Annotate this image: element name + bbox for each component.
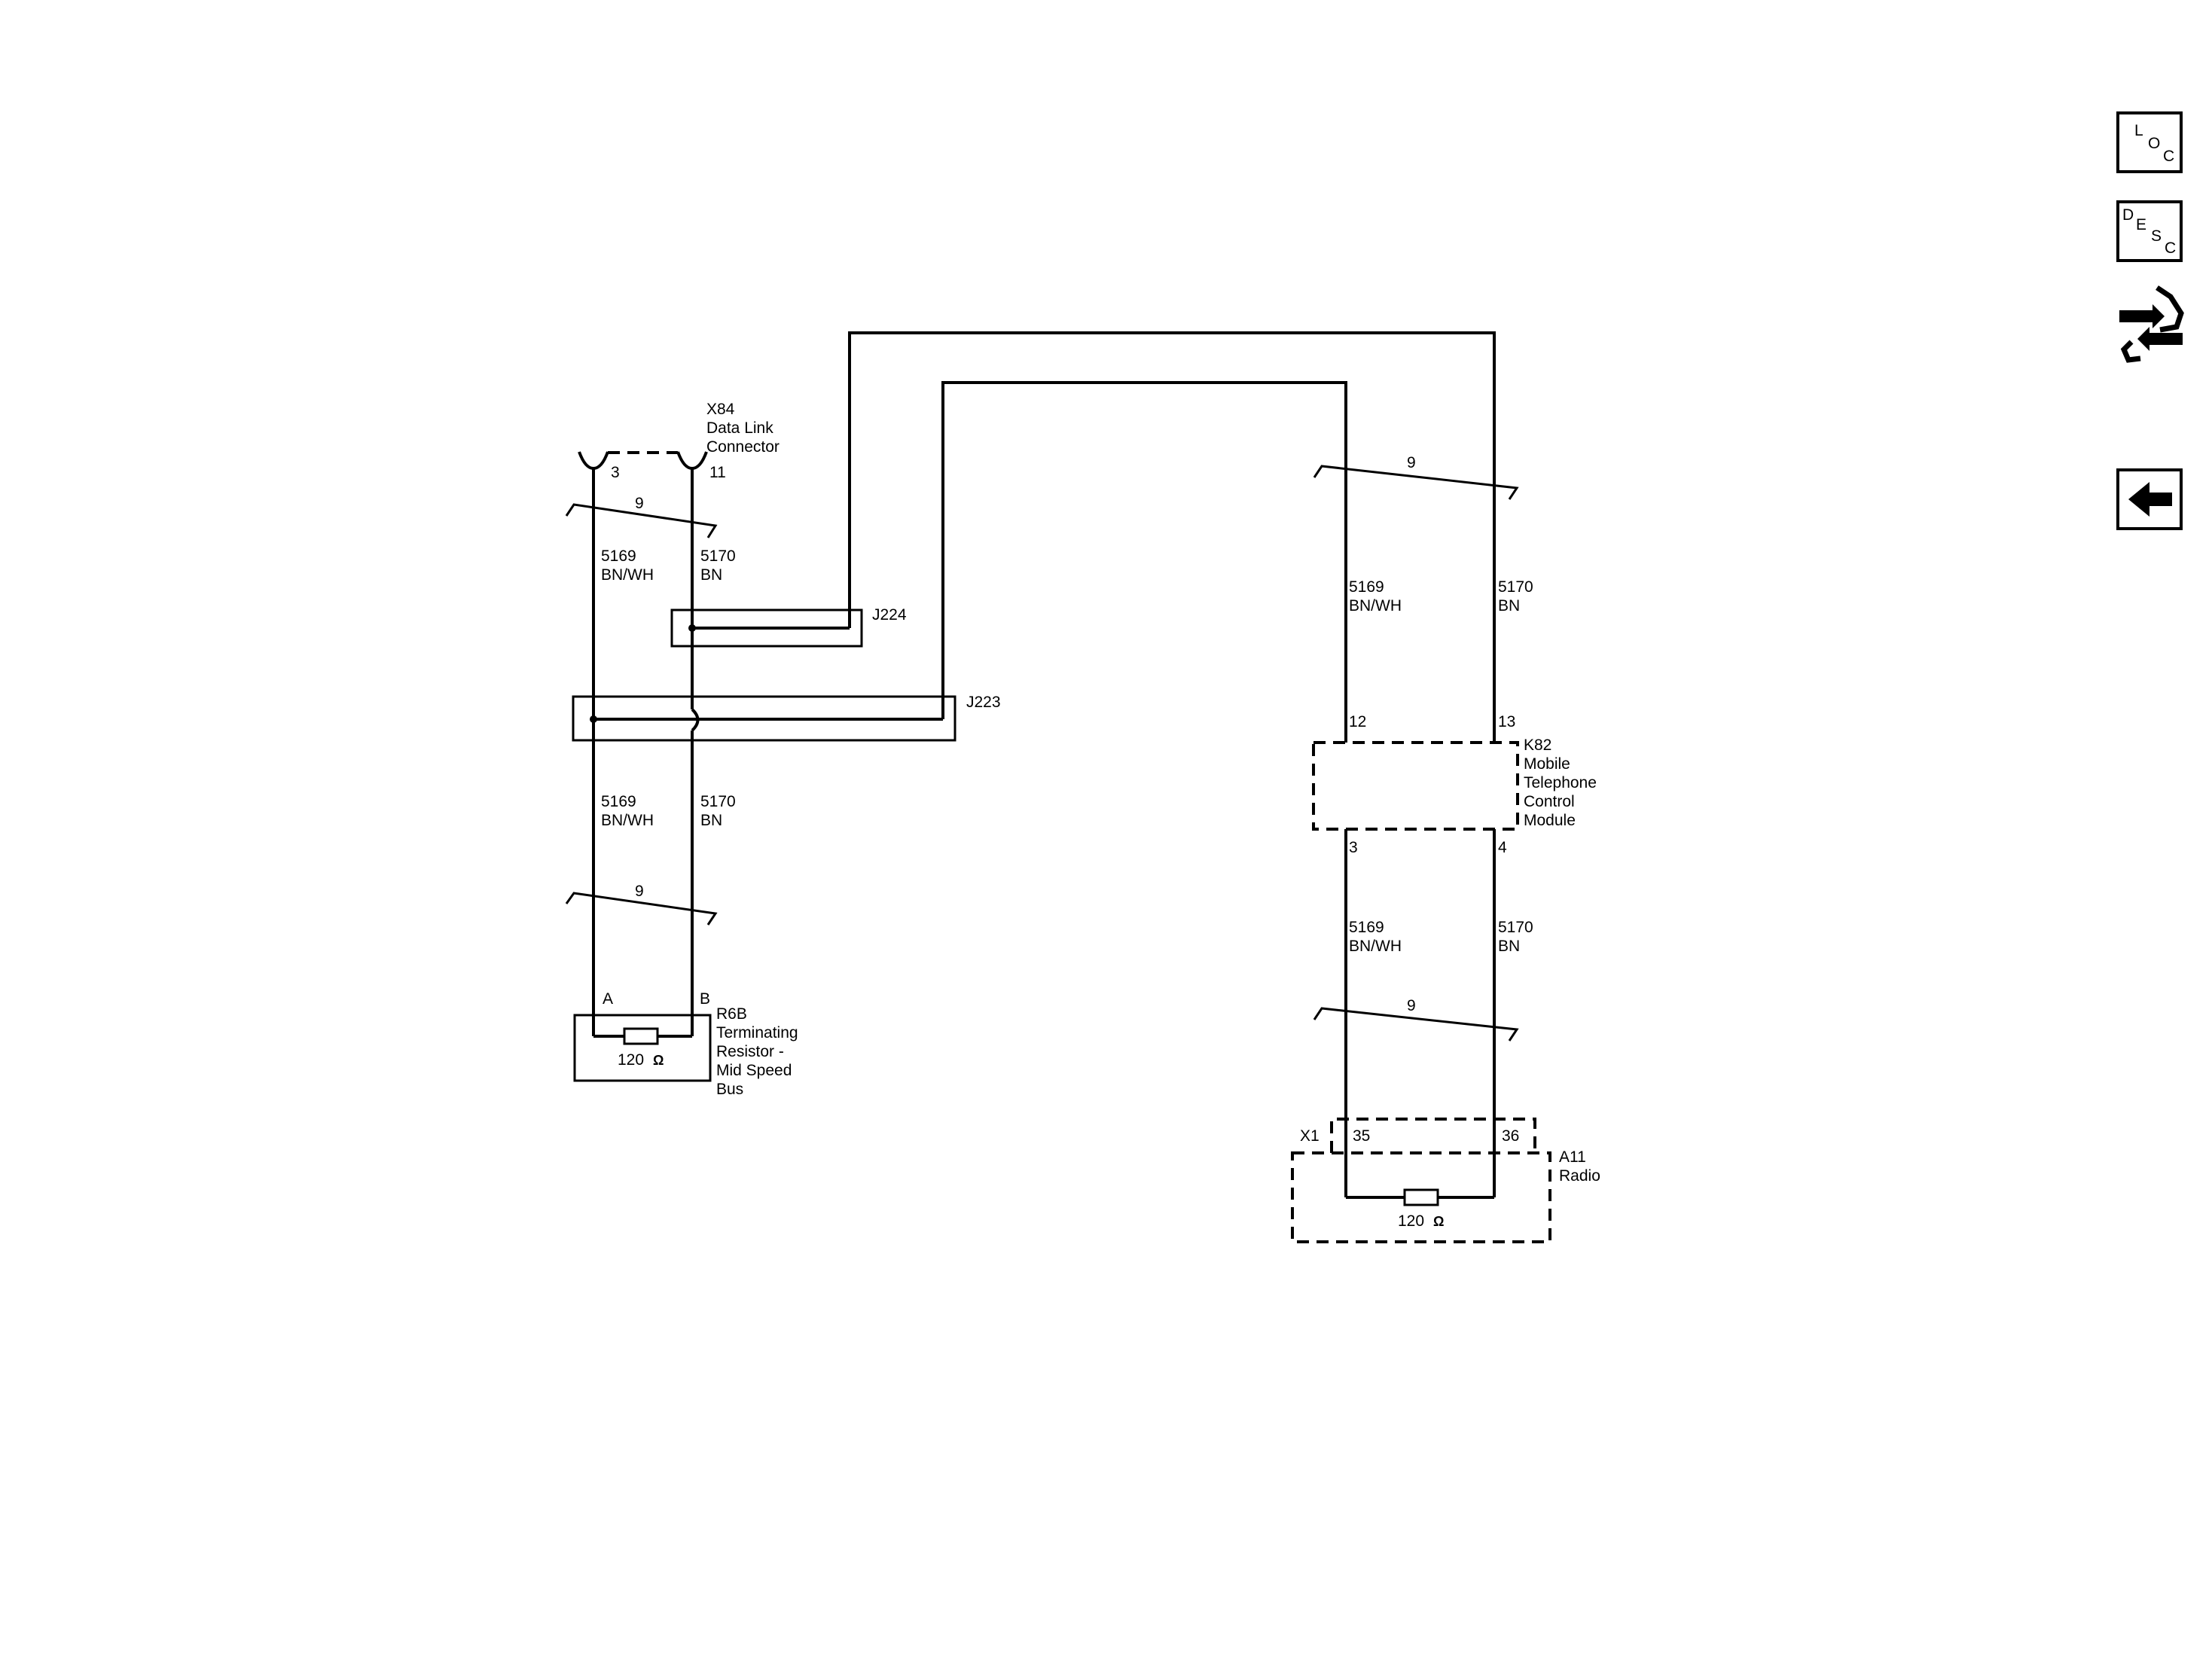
r6b-pin-b: B xyxy=(700,990,710,1008)
k82-module-outline xyxy=(1312,741,1519,831)
twist-marker-right-bottom: 9 xyxy=(1313,997,1519,1041)
connector-tool-icon[interactable] xyxy=(2115,283,2187,364)
twist-marker-left-top: 9 xyxy=(565,495,718,538)
x84-pin-left: 3 xyxy=(611,464,620,481)
wire-color-5169-bottom-right: BN/WH xyxy=(1349,938,1402,955)
r6b-desc-line2: Resistor - xyxy=(716,1043,784,1060)
desc-letter-2: E xyxy=(2136,216,2147,233)
k82-pin-out-right: 4 xyxy=(1498,839,1507,856)
k82-name: K82 xyxy=(1524,737,1551,754)
j223-label: J223 xyxy=(966,694,1001,711)
k82-pin-in-left: 12 xyxy=(1349,713,1366,730)
x84-pin-right: 11 xyxy=(709,464,726,481)
k82-pin-in-right: 13 xyxy=(1498,713,1515,730)
wire-label-5169-bottom-left: 5169 xyxy=(601,793,636,810)
k82-desc-line2: Telephone xyxy=(1524,774,1597,791)
k82-pin-out-left: 3 xyxy=(1349,839,1358,856)
a11-name: A11 xyxy=(1559,1148,1586,1166)
desc-letter-4: C xyxy=(2165,239,2177,257)
svg-text:9: 9 xyxy=(635,883,644,900)
wire-label-5169-top-left: 5169 xyxy=(601,547,636,565)
r6b-desc-line4: Bus xyxy=(716,1081,743,1098)
wire-label-5170-top-right: 5170 xyxy=(1498,578,1533,596)
a11-pin-right: 36 xyxy=(1502,1127,1519,1145)
r6b-terminating-resistor[interactable]: A B 120 Ω R6B Terminating Resistor - Mid… xyxy=(573,990,798,1098)
x84-desc-line2: Connector xyxy=(706,438,780,456)
k82-desc-line3: Control xyxy=(1524,793,1575,810)
r6b-name: R6B xyxy=(716,1005,747,1023)
wire-label-5170-bottom-right: 5170 xyxy=(1498,919,1533,936)
a11-value: 120 xyxy=(1398,1212,1424,1230)
r6b-value: 120 xyxy=(618,1051,644,1069)
j224-label: J224 xyxy=(872,606,907,624)
x84-name: X84 xyxy=(706,401,735,418)
desc-letter-1: D xyxy=(2122,206,2134,224)
wire-label-5169-bottom-right: 5169 xyxy=(1349,919,1384,936)
back-arrow-icon xyxy=(2128,482,2172,517)
x84-pin-3-cup xyxy=(578,451,609,471)
k82-mobile-telephone-control-module[interactable]: 12 13 3 4 K82 Mobile Telephone Control M… xyxy=(1312,713,1597,856)
twist-marker-right-top: 9 xyxy=(1313,454,1519,500)
r6b-desc-line1: Terminating xyxy=(716,1024,798,1041)
wire-color-5170-bottom-left: BN xyxy=(700,812,722,829)
wire-color-5170-top-left: BN xyxy=(700,566,722,584)
j224-splice-pack[interactable]: J224 xyxy=(670,606,907,648)
a11-radio[interactable]: X1 35 36 120 Ω A11 Radio xyxy=(1291,1118,1600,1243)
back-button[interactable] xyxy=(2116,468,2183,530)
r6b-unit: Ω xyxy=(653,1053,664,1068)
wire-color-5169-top-left: BN/WH xyxy=(601,566,654,584)
bus-wire-5169-run xyxy=(941,381,1347,743)
x84-pin-11-cup xyxy=(676,451,708,471)
a11-pin-left: 35 xyxy=(1353,1127,1370,1145)
x84-desc-line1: Data Link xyxy=(706,419,773,437)
loc-button[interactable]: L O C xyxy=(2116,111,2183,173)
a11-module-outline xyxy=(1291,1151,1551,1243)
svg-text:9: 9 xyxy=(1407,454,1416,471)
twist-marker-left-bottom: 9 xyxy=(565,883,718,926)
resistor-symbol xyxy=(623,1027,659,1045)
bus-wire-5170-run xyxy=(848,331,1496,743)
wire-color-5170-top-right: BN xyxy=(1498,597,1520,615)
wire-color-5169-top-right: BN/WH xyxy=(1349,597,1402,615)
svg-text:9: 9 xyxy=(635,495,644,512)
desc-button[interactable]: D E S C xyxy=(2116,200,2183,262)
wire-color-5169-bottom-left: BN/WH xyxy=(601,812,654,829)
radio-resistor-symbol xyxy=(1403,1188,1439,1206)
wire-label-5169-top-right: 5169 xyxy=(1349,578,1384,596)
a11-connector-label: X1 xyxy=(1300,1127,1320,1145)
loc-letter-2: O xyxy=(2148,135,2161,152)
x84-data-link-connector[interactable]: 3 11 X84 Data Link Connector xyxy=(578,401,780,481)
svg-text:9: 9 xyxy=(1407,997,1416,1014)
k82-desc-line1: Mobile xyxy=(1524,755,1570,773)
r6b-desc-line3: Mid Speed xyxy=(716,1062,792,1079)
j223-splice-pack[interactable]: J223 xyxy=(572,694,1001,742)
wire-color-5170-bottom-right: BN xyxy=(1498,938,1520,955)
loc-letter-1: L xyxy=(2134,122,2143,139)
wire-label-5170-top-left: 5170 xyxy=(700,547,736,565)
loc-letter-3: C xyxy=(2163,148,2175,165)
a11-desc-line1: Radio xyxy=(1559,1167,1600,1185)
desc-letter-3: S xyxy=(2151,227,2162,245)
k82-desc-line4: Module xyxy=(1524,812,1576,829)
r6b-pin-a: A xyxy=(603,990,613,1008)
wire-label-5170-bottom-left: 5170 xyxy=(700,793,736,810)
a11-unit: Ω xyxy=(1433,1214,1444,1229)
